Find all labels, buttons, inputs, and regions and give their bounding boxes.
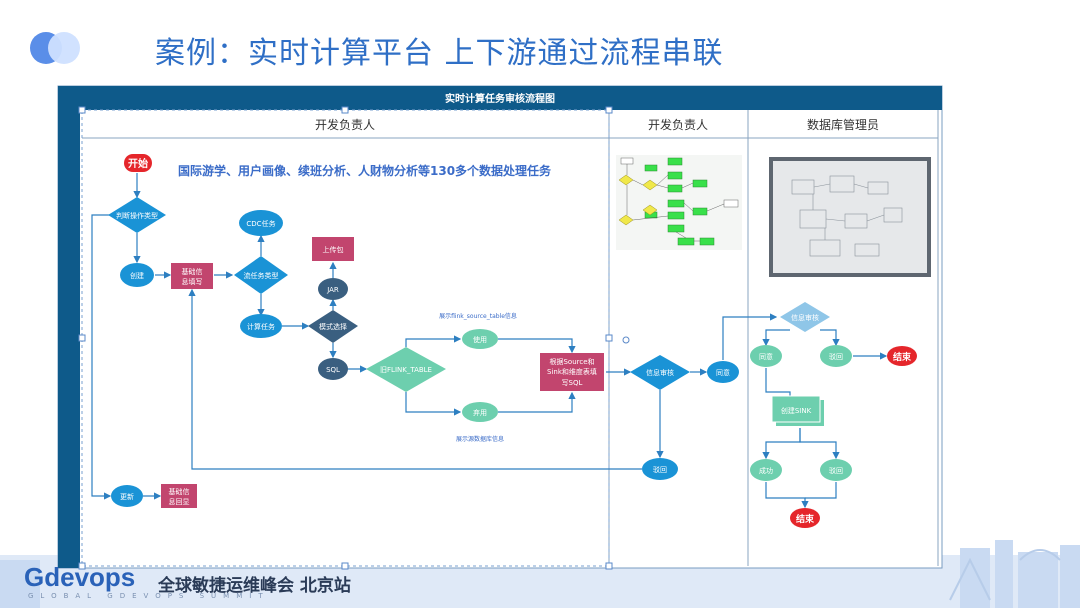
svg-text:基础信: 基础信 [169,487,190,496]
footer-subtitle: GLOBAL GDEVOPS SUMMIT [28,592,270,600]
mode-select-node: 模式选择 [308,310,358,343]
left-bar [58,86,80,568]
end-node-2: 结束 [790,508,820,528]
gen-sql-node: 根据Source和 Sink和维度表填 写SQL [540,353,604,391]
svg-text:驳回: 驳回 [829,467,843,475]
info-review-node: 信息审核 [630,355,690,390]
footer-brand: Gdevops [24,562,136,592]
svg-text:计算任务: 计算任务 [247,322,275,331]
success-node: 成功 [750,459,782,481]
use-node: 使用 [462,329,498,349]
abandon-node: 弃用 [462,402,498,422]
dba-reject-node: 驳回 [820,345,852,367]
jar-node: JAR [318,278,348,300]
whiteboard-photo [769,157,931,277]
flow-type-node: 流任务类型 [234,256,288,294]
svg-text:结束: 结束 [796,513,815,525]
svg-text:驳回: 驳回 [653,466,667,474]
svg-text:创建: 创建 [130,271,144,280]
end-node-1: 结束 [887,346,917,366]
lane-title-3: 数据库管理员 [807,117,879,132]
create-node: 创建 [120,263,154,287]
svg-text:流任务类型: 流任务类型 [244,271,279,280]
svg-text:信息审核: 信息审核 [646,368,674,377]
svg-text:模式选择: 模式选择 [319,322,347,331]
svg-text:息填写: 息填写 [182,277,203,286]
svg-text:结束: 结束 [893,351,912,363]
agree-node: 同意 [707,361,739,383]
task-banner: 国际游学、用户画像、续班分析、人财物分析等130多个数据处理任务 [178,163,552,178]
slide-title: 案例：实时计算平台 上下游通过流程串联 [155,36,724,71]
svg-text:息回显: 息回显 [169,497,190,506]
upload-node: 上传包 [312,237,354,261]
svg-text:CDC任务: CDC任务 [246,219,275,228]
sql-node: SQL [318,358,348,380]
svg-text:基础信: 基础信 [182,267,203,276]
logo-circles-icon [30,32,80,64]
basic-info-back-node: 基础信 息回显 [161,484,197,508]
diagram-header: 实时计算任务审核流程图 [445,92,555,105]
judge-op-node: 判断操作类型 [108,197,166,233]
dba-review-node: 信息审核 [780,302,830,332]
header-bar [58,86,942,110]
lane-title-1: 开发负责人 [315,117,375,132]
svg-text:写SQL: 写SQL [562,379,583,387]
show-db-label: 展示源数据库信息 [456,435,504,443]
svg-text:同意: 同意 [716,368,730,377]
flowchart-thumbnail [616,155,742,250]
basic-info-fill-node: 基础信 息填写 [171,263,213,289]
dba-agree-node: 同意 [750,345,782,367]
svg-text:信息审核: 信息审核 [791,313,819,322]
svg-text:弃用: 弃用 [473,408,487,417]
flink-table-node: 旧FLINK_TABLE [366,347,446,392]
svg-text:SQL: SQL [326,366,340,374]
update-node: 更新 [111,485,143,507]
show-flink-label: 展示flink_source_table信息 [439,312,517,320]
svg-text:开始: 开始 [128,157,148,170]
svg-text:判断操作类型: 判断操作类型 [116,211,158,220]
sink-reject-node: 驳回 [820,459,852,481]
svg-text:创建SINK: 创建SINK [781,406,812,415]
svg-text:更新: 更新 [120,492,134,501]
compute-node: 计算任务 [240,314,282,338]
start-node: 开始 [124,154,152,172]
lane-title-2: 开发负责人 [648,117,708,132]
svg-text:旧FLINK_TABLE: 旧FLINK_TABLE [380,366,432,374]
svg-text:根据Source和: 根据Source和 [549,357,594,366]
cdc-node: CDC任务 [239,210,283,236]
reject-node: 驳回 [642,458,678,480]
refresh-icon [622,336,630,344]
svg-text:同意: 同意 [759,352,773,361]
svg-text:使用: 使用 [473,335,487,344]
svg-text:JAR: JAR [326,286,339,294]
svg-text:上传包: 上传包 [323,245,344,254]
svg-text:成功: 成功 [759,466,773,475]
svg-text:驳回: 驳回 [829,353,843,361]
footer-event: 全球敏捷运维峰会 北京站 [158,576,351,596]
create-sink-node: 创建SINK [771,395,824,426]
svg-text:Sink和维度表填: Sink和维度表填 [547,367,597,376]
